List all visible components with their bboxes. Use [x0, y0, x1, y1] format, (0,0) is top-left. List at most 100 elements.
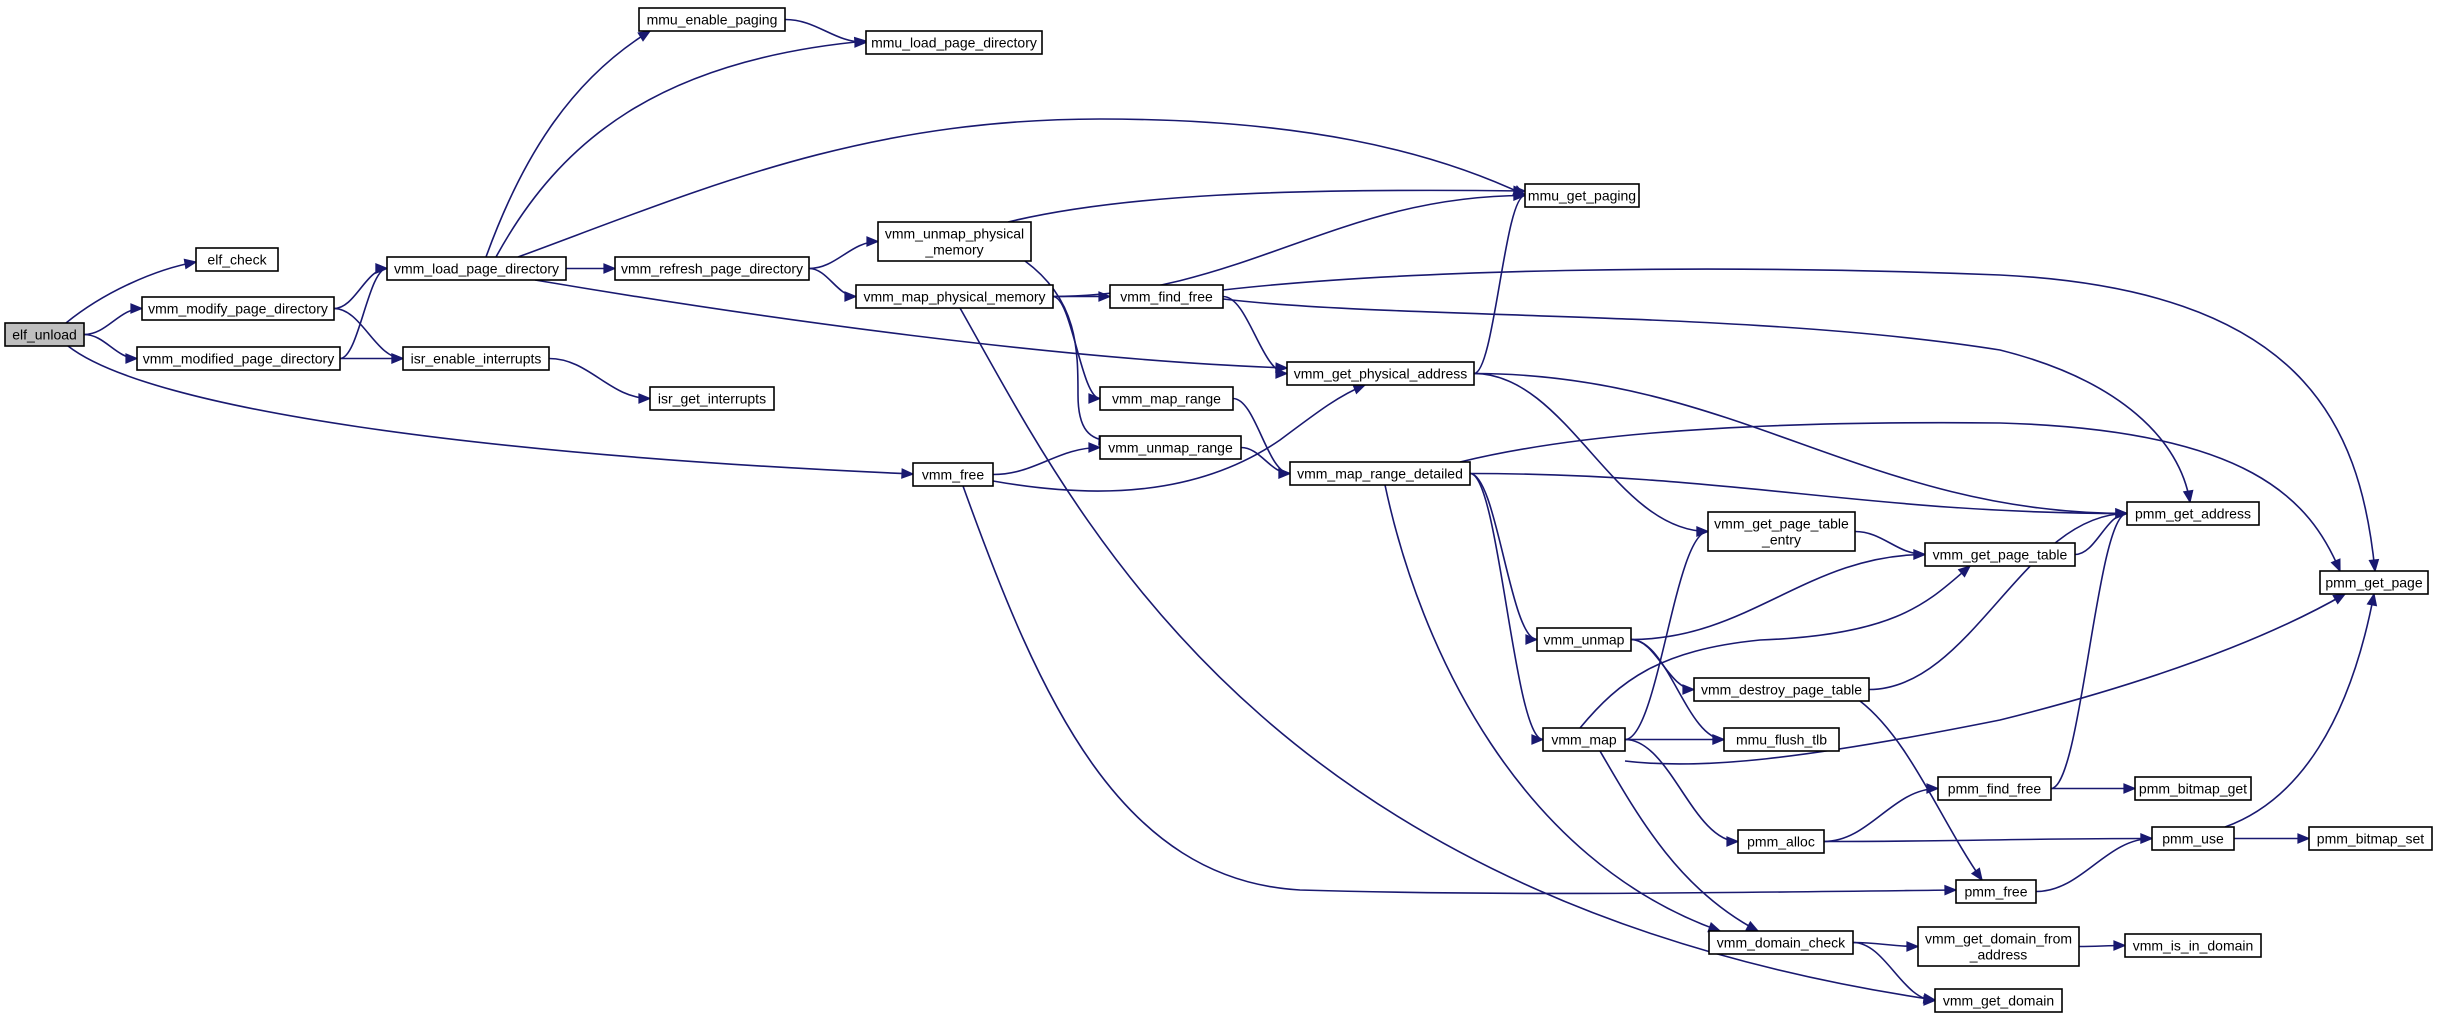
node-vmm-refresh-page-directory[interactable]: vmm_refresh_page_directory — [614, 256, 810, 281]
call-edge-isr_enable_interrupts-to-isr_get_interrupts — [548, 357, 652, 404]
node-box — [2134, 776, 2252, 801]
node-pmm-free[interactable]: pmm_free — [1955, 879, 2037, 904]
edge-line — [1469, 472, 1544, 741]
edge-line — [1868, 512, 2128, 691]
edge-line — [65, 261, 197, 324]
node-vmm-get-domain-from-address[interactable]: vmm_get_domain_from_address — [1917, 926, 2080, 967]
edge-line — [534, 279, 1288, 369]
edge-line — [495, 40, 867, 258]
edge-line — [485, 30, 651, 258]
node-vmm-modify-page-directory[interactable]: vmm_modify_page_directory — [141, 296, 335, 321]
edge-line — [1052, 194, 1526, 298]
node-vmm-get-domain[interactable]: vmm_get_domain — [1934, 988, 2063, 1013]
edge-line — [1240, 446, 1291, 475]
node-pmm-use[interactable]: pmm_use — [2151, 826, 2235, 851]
node-label: vmm_unmap — [1544, 632, 1625, 648]
call-edge-vmm_refresh_page_directory-to-vmm_map_physical_memory — [808, 267, 858, 302]
edge-arrowhead — [1944, 884, 1958, 896]
edge-arrowhead — [1088, 393, 1102, 404]
edge-line — [1007, 189, 1526, 223]
node-vmm-unmap-physical-memory[interactable]: vmm_unmap_physical_memory — [877, 221, 1032, 262]
node-label: vmm_is_in_domain — [2133, 938, 2254, 954]
node-vmm-find-free[interactable]: vmm_find_free — [1109, 284, 1224, 309]
node-mmu-get-paging[interactable]: mmu_get_paging — [1524, 183, 1640, 208]
edge-line — [1473, 194, 1526, 375]
edge-arrowhead — [844, 291, 858, 302]
node-mmu-load-page-directory[interactable]: mmu_load_page_directory — [865, 30, 1043, 55]
node-box — [141, 296, 335, 321]
node-pmm-bitmap-set[interactable]: pmm_bitmap_set — [2308, 826, 2433, 851]
edge-line — [1024, 260, 1111, 442]
node-vmm-map[interactable]: vmm_map — [1542, 727, 1626, 752]
node-box — [2151, 826, 2235, 851]
edge-line — [1630, 553, 1926, 641]
node-pmm-get-page[interactable]: pmm_get_page — [2319, 570, 2429, 595]
node-label: mmu_get_paging — [1528, 188, 1636, 204]
call-edge-vmm_map-to-pmm_get_page — [1624, 593, 2347, 765]
edge-arrowhead — [1906, 941, 1920, 952]
node-vmm-get-page-table-entry[interactable]: vmm_get_page_table_entry — [1707, 511, 1856, 552]
edge-line — [333, 307, 404, 360]
edge-line — [2050, 512, 2128, 790]
node-vmm-destroy-page-table[interactable]: vmm_destroy_page_table — [1693, 677, 1870, 702]
call-edge-vmm_map-to-pmm_alloc — [1624, 738, 1740, 847]
node-pmm-get-address[interactable]: pmm_get_address — [2126, 501, 2260, 526]
edge-arrowhead — [854, 37, 868, 48]
node-vmm-domain-check[interactable]: vmm_domain_check — [1708, 930, 1854, 955]
edge-arrowhead — [2332, 593, 2347, 605]
edge-arrowhead — [2113, 940, 2127, 951]
node-vmm-get-page-table[interactable]: vmm_get_page_table — [1924, 542, 2076, 567]
node-mmu-enable-paging[interactable]: mmu_enable_paging — [638, 7, 786, 32]
node-mmu-flush-tlb[interactable]: mmu_flush_tlb — [1723, 727, 1840, 752]
node-box — [638, 7, 786, 32]
node-vmm-map-physical-memory[interactable]: vmm_map_physical_memory — [855, 284, 1054, 309]
edge-arrowhead — [2115, 508, 2129, 519]
node-label: elf_unload — [12, 327, 77, 343]
node-elf-check[interactable]: elf_check — [195, 247, 279, 272]
call-edge-pmm_alloc-to-pmm_use — [1823, 833, 2154, 844]
node-box — [865, 30, 1043, 55]
edge-line — [1823, 837, 2153, 843]
edge-arrowhead — [1970, 867, 1983, 882]
edge-arrowhead — [2330, 558, 2341, 573]
call-edge-vmm_map_physical_memory-to-vmm_find_free — [1053, 291, 1112, 302]
node-vmm-get-physical-address[interactable]: vmm_get_physical_address — [1286, 361, 1475, 386]
node-box — [2124, 933, 2262, 958]
node-vmm-map-range[interactable]: vmm_map_range — [1099, 386, 1234, 411]
node-vmm-is-in-domain[interactable]: vmm_is_in_domain — [2124, 933, 2262, 958]
node-label: pmm_find_free — [1948, 781, 2042, 797]
edge-line — [1624, 738, 1739, 843]
node-vmm-map-range-detailed[interactable]: vmm_map_range_detailed — [1289, 461, 1471, 486]
node-label: mmu_flush_tlb — [1736, 732, 1827, 748]
call-edge-vmm_map_range_detailed-to-vmm_domain_check — [1384, 484, 1722, 933]
edge-line — [1859, 700, 1983, 881]
node-elf-unload[interactable]: elf_unload — [4, 322, 85, 347]
node-pmm-bitmap-get[interactable]: pmm_bitmap_get — [2134, 776, 2252, 801]
call-edge-elf_unload-to-elf_check — [65, 258, 198, 324]
node-isr-enable-interrupts[interactable]: isr_enable_interrupts — [402, 346, 550, 371]
node-label: elf_check — [207, 252, 267, 268]
node-box — [1708, 930, 1854, 955]
node-vmm-load-page-directory[interactable]: vmm_load_page_directory — [386, 256, 567, 281]
node-label: vmm_get_page_table — [1714, 516, 1849, 532]
node-label: vmm_free — [922, 467, 984, 483]
node-box — [855, 284, 1054, 309]
node-vmm-unmap[interactable]: vmm_unmap — [1536, 627, 1632, 652]
node-box — [614, 256, 810, 281]
node-vmm-free[interactable]: vmm_free — [912, 462, 994, 487]
node-pmm-find-free[interactable]: pmm_find_free — [1937, 776, 2052, 801]
edge-line — [1624, 530, 1709, 741]
node-label: vmm_refresh_page_directory — [621, 261, 803, 277]
node-pmm-alloc[interactable]: pmm_alloc — [1737, 829, 1825, 854]
edge-line — [1469, 472, 2128, 515]
edge-arrowhead — [2366, 592, 2378, 607]
node-vmm-unmap-range[interactable]: vmm_unmap_range — [1099, 435, 1242, 460]
edge-arrowhead — [1696, 526, 1710, 537]
node-vmm-modified-page-directory[interactable]: vmm_modified_page_directory — [136, 346, 341, 371]
edge-arrowhead — [183, 258, 198, 270]
node-label: _entry — [1761, 532, 1801, 548]
node-isr-get-interrupts[interactable]: isr_get_interrupts — [649, 386, 775, 411]
call-edge-vmm_map_range_detailed-to-vmm_unmap — [1469, 472, 1539, 645]
node-label: vmm_modified_page_directory — [143, 351, 334, 367]
call-edge-vmm_get_physical_address-to-mmu_get_paging — [1473, 190, 1527, 375]
